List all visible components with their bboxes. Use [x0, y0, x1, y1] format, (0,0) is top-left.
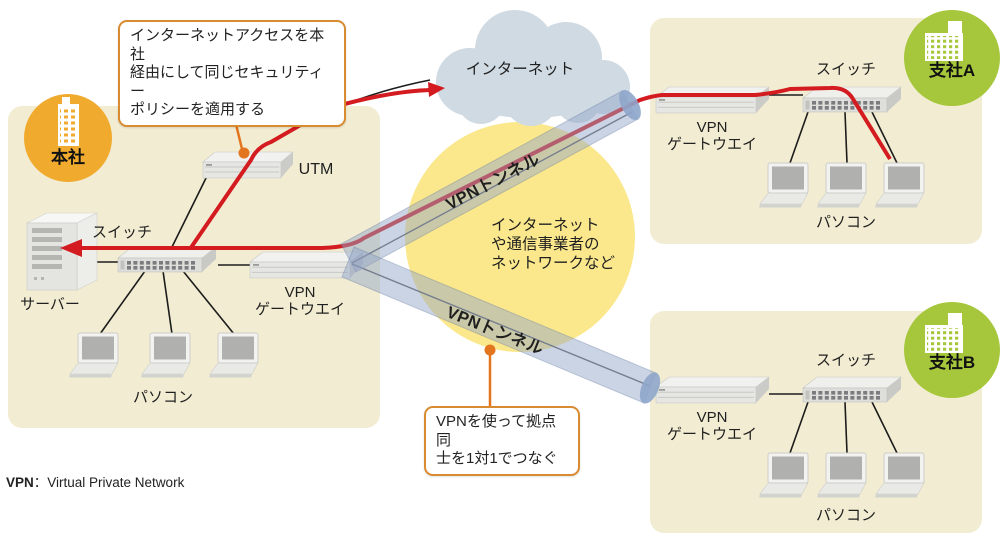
- server-label: サーバー: [20, 296, 80, 313]
- hq-gateway-label-line2: ゲートウエイ: [254, 301, 345, 318]
- branch-a-pc-label: パソコン: [815, 214, 876, 231]
- cable-hq-pc1: [99, 270, 146, 335]
- carrier-network-label: インターネット や通信事業者の ネットワークなど: [491, 216, 615, 273]
- vpn-footnote: VPN：Virtual Private Network: [6, 471, 184, 491]
- branch-b-gateway-label-line2: ゲートウエイ: [666, 426, 757, 443]
- tunnel-top-inner-line: [351, 111, 633, 264]
- branch-a-gateway-label: VPN ゲートウエイ: [662, 119, 762, 153]
- vpn-tunnel-top-cap: [619, 89, 641, 121]
- red-arrowhead-internet: [428, 82, 445, 97]
- server-icon: [26, 212, 98, 291]
- branch-a-badge-label: 支社A: [928, 61, 976, 80]
- cable-b-pc1: [789, 401, 809, 454]
- cable-a-pc1: [789, 111, 809, 164]
- utm-label: UTM: [298, 161, 334, 178]
- branch-a-switch-label: スイッチ: [815, 61, 876, 78]
- policy-callout-line1: インターネットアクセスを本社: [130, 27, 325, 63]
- cable-hq-pc3: [182, 270, 235, 335]
- policy-callout-line3: ポリシーを適用する: [130, 101, 266, 118]
- hq-badge: [24, 94, 112, 182]
- branch-a-building-icon: [925, 21, 963, 61]
- cable-b-pc2: [844, 401, 848, 454]
- branch-b-gateway-label-line1: VPN: [696, 409, 728, 426]
- branch-b-switch-icon: [801, 375, 903, 404]
- tunnel-bottom-inner-line: [351, 263, 651, 387]
- p2p-callout-line1: VPNを使って拠点同: [436, 413, 557, 449]
- hq-badge-label: 本社: [51, 148, 85, 167]
- branch-b-vpn-gateway-icon: [655, 376, 770, 404]
- policy-callout-line2: 経由にして同じセキュリティー: [130, 64, 324, 100]
- vpn-footnote-term: VPN: [6, 475, 34, 490]
- carrier-network-line2: や通信事業者の: [491, 236, 600, 253]
- branch-b-switch-label: スイッチ: [815, 352, 876, 369]
- p2p-callout-line2: 士を1対1でつなぐ: [436, 450, 558, 467]
- branch-b-building-icon: [925, 313, 963, 353]
- branch-a-badge: [904, 10, 1000, 106]
- policy-callout-dot: [238, 147, 250, 159]
- cable-b-pc3: [871, 401, 898, 454]
- branch-b-pc-label: パソコン: [815, 507, 876, 524]
- hq-gateway-label: VPN ゲートウエイ: [250, 284, 350, 318]
- cable-hq-pc2: [162, 270, 173, 335]
- branch-b-badge-label: 支社B: [928, 353, 976, 372]
- branch-a-gateway-label-line2: ゲートウエイ: [666, 136, 757, 153]
- cable-utm-switch: [170, 169, 211, 250]
- policy-callout: インターネットアクセスを本社 経由にして同じセキュリティー ポリシーを適用する: [118, 20, 346, 127]
- branch-b-badge: [904, 302, 1000, 398]
- vpn-footnote-definition: ：Virtual Private Network: [33, 475, 185, 490]
- p2p-callout: VPNを使って拠点同 士を1対1でつなぐ: [424, 406, 580, 476]
- red-route-vpn-to-server: [80, 85, 892, 250]
- cable-a-pc2: [844, 111, 848, 164]
- hq-building-icon: [58, 97, 79, 146]
- internet-cloud-label: インターネット: [465, 61, 575, 78]
- hq-switch-icon: [116, 245, 218, 274]
- branch-a-vpn-gateway-icon: [655, 86, 770, 114]
- internet-cloud-icon: [436, 10, 630, 126]
- carrier-network-circle: [405, 122, 635, 352]
- red-arrowhead-server: [60, 239, 82, 257]
- carrier-network-line1: インターネット: [491, 217, 600, 234]
- cable-a-pc3: [871, 111, 898, 164]
- hq-gateway-label-line1: VPN: [284, 284, 316, 301]
- hq-switch-label: スイッチ: [91, 224, 152, 241]
- branch-b-gateway-label: VPN ゲートウエイ: [662, 409, 762, 443]
- vpn-tunnel-bottom-cap: [639, 372, 661, 404]
- carrier-network-line3: ネットワークなど: [491, 255, 616, 272]
- hq-pc-label: パソコン: [132, 389, 193, 406]
- branch-a-gateway-label-line1: VPN: [696, 119, 728, 136]
- p2p-callout-dot: [484, 344, 496, 356]
